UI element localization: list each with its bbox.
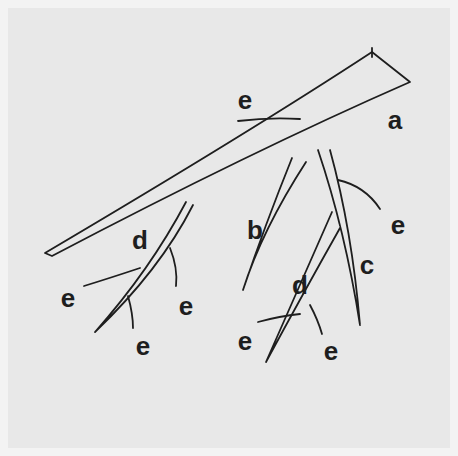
paper-ground	[8, 8, 450, 448]
twig-e	[310, 305, 322, 334]
twig-e	[84, 268, 140, 286]
part-label: e	[391, 212, 405, 238]
part-label: e	[238, 328, 252, 354]
twig-e	[238, 118, 300, 121]
twig-e	[128, 296, 133, 328]
twig-e	[338, 180, 380, 209]
part-label: b	[247, 217, 263, 243]
part-label: d	[132, 227, 148, 253]
twig-e	[258, 314, 300, 322]
cut-mark	[371, 48, 373, 57]
part-label: a	[388, 107, 402, 133]
part-label: e	[179, 293, 193, 319]
part-label: e	[238, 87, 252, 113]
main-branch	[45, 52, 410, 256]
part-label: e	[324, 338, 338, 364]
twig-e	[170, 248, 176, 286]
part-label: d	[292, 272, 308, 298]
part-label: c	[360, 252, 374, 278]
part-label: e	[61, 285, 75, 311]
part-label: e	[136, 333, 150, 359]
branch-b	[243, 158, 306, 290]
branch-d-left	[95, 202, 193, 332]
